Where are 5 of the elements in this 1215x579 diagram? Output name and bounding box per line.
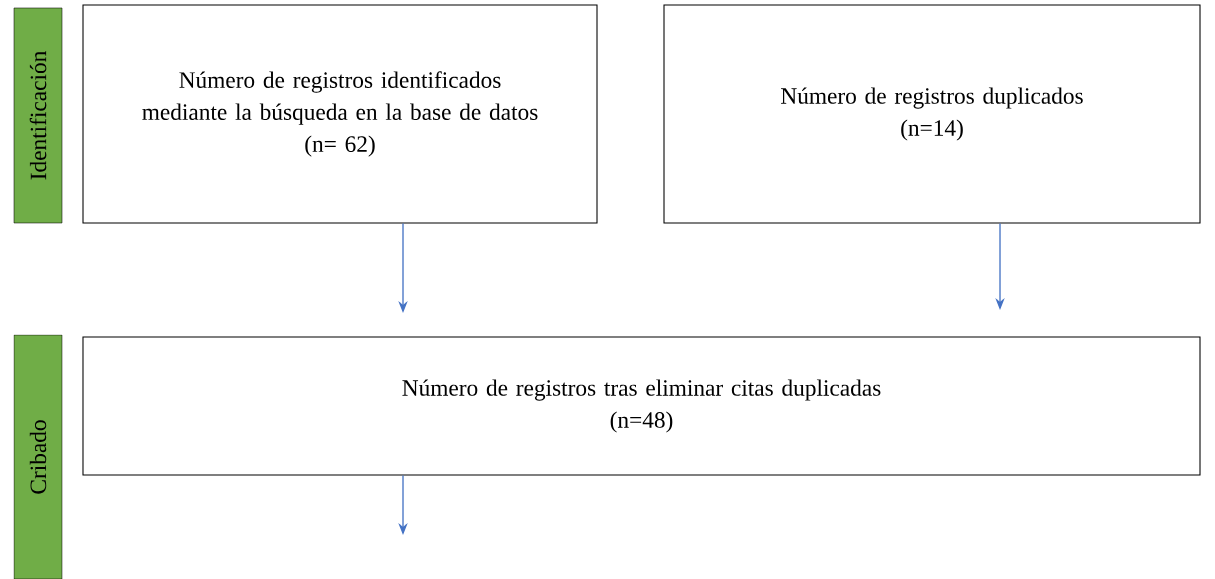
process-box: Número de registros duplicados (n=14) (663, 4, 1201, 224)
process-box: Número de registros identificados mediante la búsqueda en la base de datos (n= 62) (82, 4, 598, 224)
stage-band: Identificación (13, 7, 63, 224)
stage-band: Cribado (13, 334, 63, 579)
process-box: Número de registros tras eliminar citas duplicadas (n=48) (82, 336, 1201, 476)
